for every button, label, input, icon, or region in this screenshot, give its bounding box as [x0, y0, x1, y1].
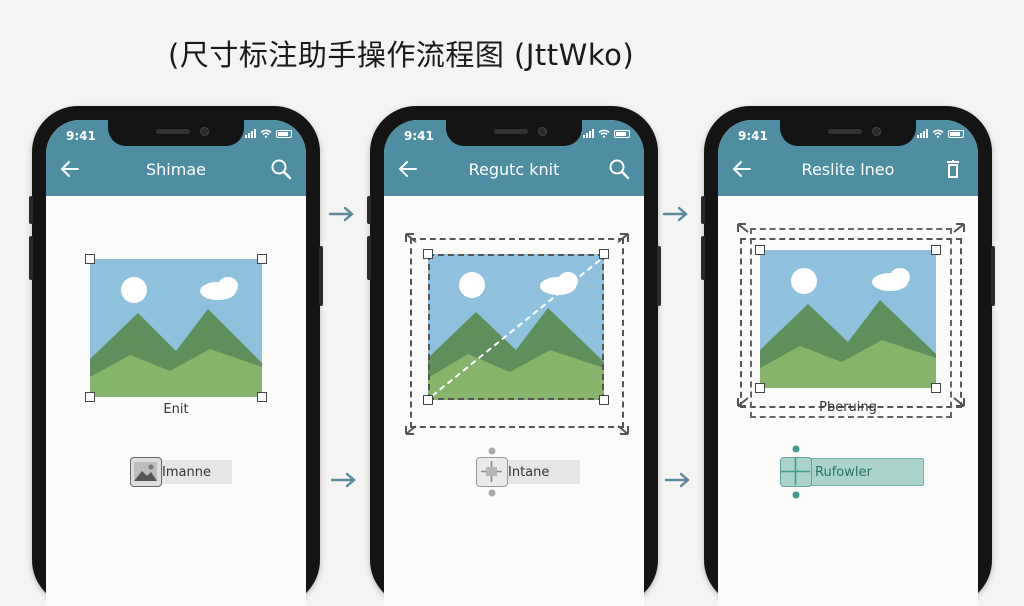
wifi-icon [598, 129, 610, 138]
flow-arrow-icon [664, 472, 690, 488]
resize-handle-top-left[interactable] [85, 254, 95, 264]
landscape-image[interactable] [760, 250, 936, 388]
image-caption: Enit [163, 402, 189, 417]
resize-handle-bottom-left[interactable] [423, 395, 433, 405]
move-tool-icon[interactable] [476, 457, 508, 487]
resize-handle-bottom-left[interactable] [755, 383, 765, 393]
notch [780, 120, 916, 146]
status-icons [917, 129, 964, 138]
resize-handle-top-left[interactable] [755, 245, 765, 255]
back-arrow-icon[interactable] [398, 160, 418, 178]
image-caption: Pberuing [819, 400, 877, 415]
wifi-icon [260, 129, 272, 138]
status-icons [245, 129, 292, 138]
height-dimension-guide [750, 228, 952, 418]
page-title: (尺寸标注助手操作流程图 (JttWko) [168, 38, 635, 72]
flow-arrow-icon [330, 472, 356, 488]
outer-dimension-guide [410, 238, 624, 428]
back-arrow-icon[interactable] [732, 160, 752, 178]
wifi-icon [932, 129, 944, 138]
phone-3: 9:41 Reslite lneo [701, 106, 995, 606]
screen-title: Regutc knit [468, 160, 560, 179]
phone-screen: 9:41 Reslite lneo [718, 120, 978, 606]
resize-handle-top-right[interactable] [257, 254, 267, 264]
image-tool-icon[interactable] [130, 457, 162, 487]
landscape-image[interactable] [90, 259, 262, 397]
landscape-image[interactable] [428, 254, 604, 400]
signal-icon [583, 129, 594, 138]
landscape-image-icon [760, 250, 936, 388]
phone-screen: 9:41 Shimae Enit Iman [46, 120, 306, 606]
battery-icon [276, 129, 292, 138]
notch [446, 120, 582, 146]
search-icon[interactable] [270, 158, 292, 180]
resize-handle-bottom-left[interactable] [85, 392, 95, 402]
phone-screen: 9:41 Regutc knit [384, 120, 644, 606]
dimension-arrows-icon [737, 223, 965, 407]
battery-icon [614, 129, 630, 138]
app-bar: 9:41 Reslite lneo [718, 120, 978, 196]
tool-label-chip[interactable]: Imanne [154, 460, 232, 484]
status-time: 9:41 [66, 129, 96, 143]
trash-icon[interactable] [942, 158, 964, 180]
landscape-image-icon [90, 259, 262, 397]
screen-title: Shimae [146, 160, 206, 179]
phone-2: 9:41 Regutc knit [367, 106, 661, 606]
resize-handle-bottom-right[interactable] [257, 392, 267, 402]
back-arrow-icon[interactable] [60, 160, 80, 178]
resize-handle-bottom-right[interactable] [931, 383, 941, 393]
status-icons [583, 129, 630, 138]
screen-title: Reslite lneo [801, 160, 895, 179]
resize-handle-bottom-right[interactable] [599, 395, 609, 405]
flow-arrow-icon [328, 206, 354, 222]
selection-outline [428, 254, 604, 400]
dimension-arrows-icon [405, 233, 629, 435]
move-handles-icon [488, 447, 496, 497]
signal-icon [245, 129, 256, 138]
tool-label-chip[interactable]: Intane [500, 460, 580, 484]
resize-handle-top-left[interactable] [423, 249, 433, 259]
notch [108, 120, 244, 146]
active-handles-icon [792, 445, 800, 499]
phone-1: 9:41 Shimae Enit Iman [29, 106, 323, 606]
battery-icon [948, 129, 964, 138]
resize-handle-top-right[interactable] [599, 249, 609, 259]
active-tool-icon[interactable] [780, 457, 812, 487]
search-icon[interactable] [608, 158, 630, 180]
tool-label-chip[interactable]: Rufowler [806, 458, 924, 486]
outer-dimension-guide [740, 238, 962, 408]
landscape-image-icon [428, 254, 604, 400]
status-time: 9:41 [738, 129, 768, 143]
resize-handle-top-right[interactable] [931, 245, 941, 255]
signal-icon [917, 129, 928, 138]
flow-arrow-icon [662, 206, 688, 222]
status-time: 9:41 [404, 129, 434, 143]
